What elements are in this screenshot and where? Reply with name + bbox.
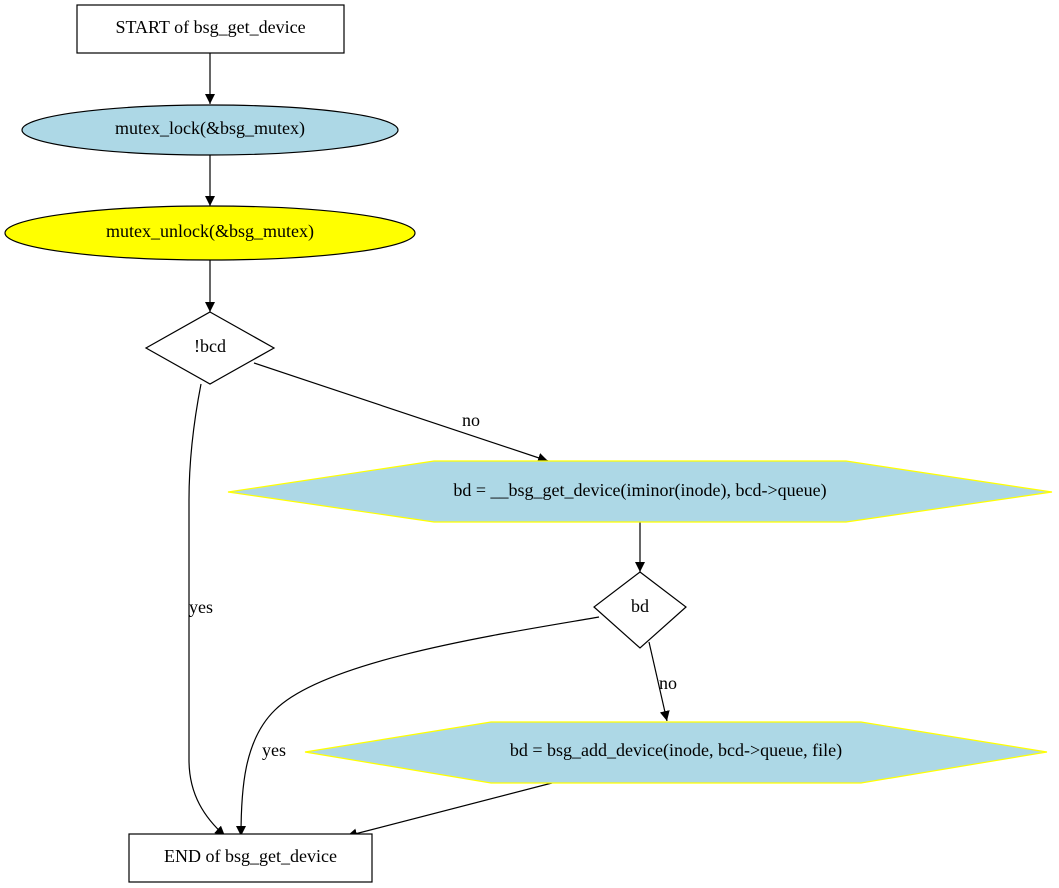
get-device-node <box>227 460 1053 523</box>
lock-node <box>21 104 399 156</box>
bd-decision-label: bd <box>631 596 649 616</box>
bd-decision-node <box>593 571 687 649</box>
bcd-decision-node <box>144 311 276 385</box>
edge-bcd-no <box>253 362 549 463</box>
bcd-decision-label: !bcd <box>194 336 226 356</box>
get-device-label: bd = __bsg_get_device(iminor(inode), bcd… <box>453 480 826 501</box>
edge-bd-no <box>648 641 670 722</box>
add-device-label: bd = bsg_add_device(inode, bcd->queue, f… <box>510 740 842 761</box>
edge-label-bcd-yes: yes <box>189 597 213 617</box>
start-node <box>76 4 345 54</box>
unlock-node <box>4 205 416 261</box>
add-device-node <box>304 721 1048 784</box>
edge-label-bd-yes: yes <box>262 740 286 760</box>
end-label: END of bsg_get_device <box>164 846 337 866</box>
edge-adddevice-to-end <box>346 782 553 839</box>
end-node <box>128 833 373 883</box>
edge-label-bd-no: no <box>659 673 677 693</box>
start-label: START of bsg_get_device <box>115 17 305 37</box>
edge-label-bcd-no: no <box>462 410 480 430</box>
edges <box>188 53 670 839</box>
lock-label: mutex_lock(&bsg_mutex) <box>115 118 305 139</box>
edge-bcd-yes <box>188 383 226 837</box>
unlock-label: mutex_unlock(&bsg_mutex) <box>106 221 314 242</box>
edge-bd-yes <box>236 616 600 837</box>
